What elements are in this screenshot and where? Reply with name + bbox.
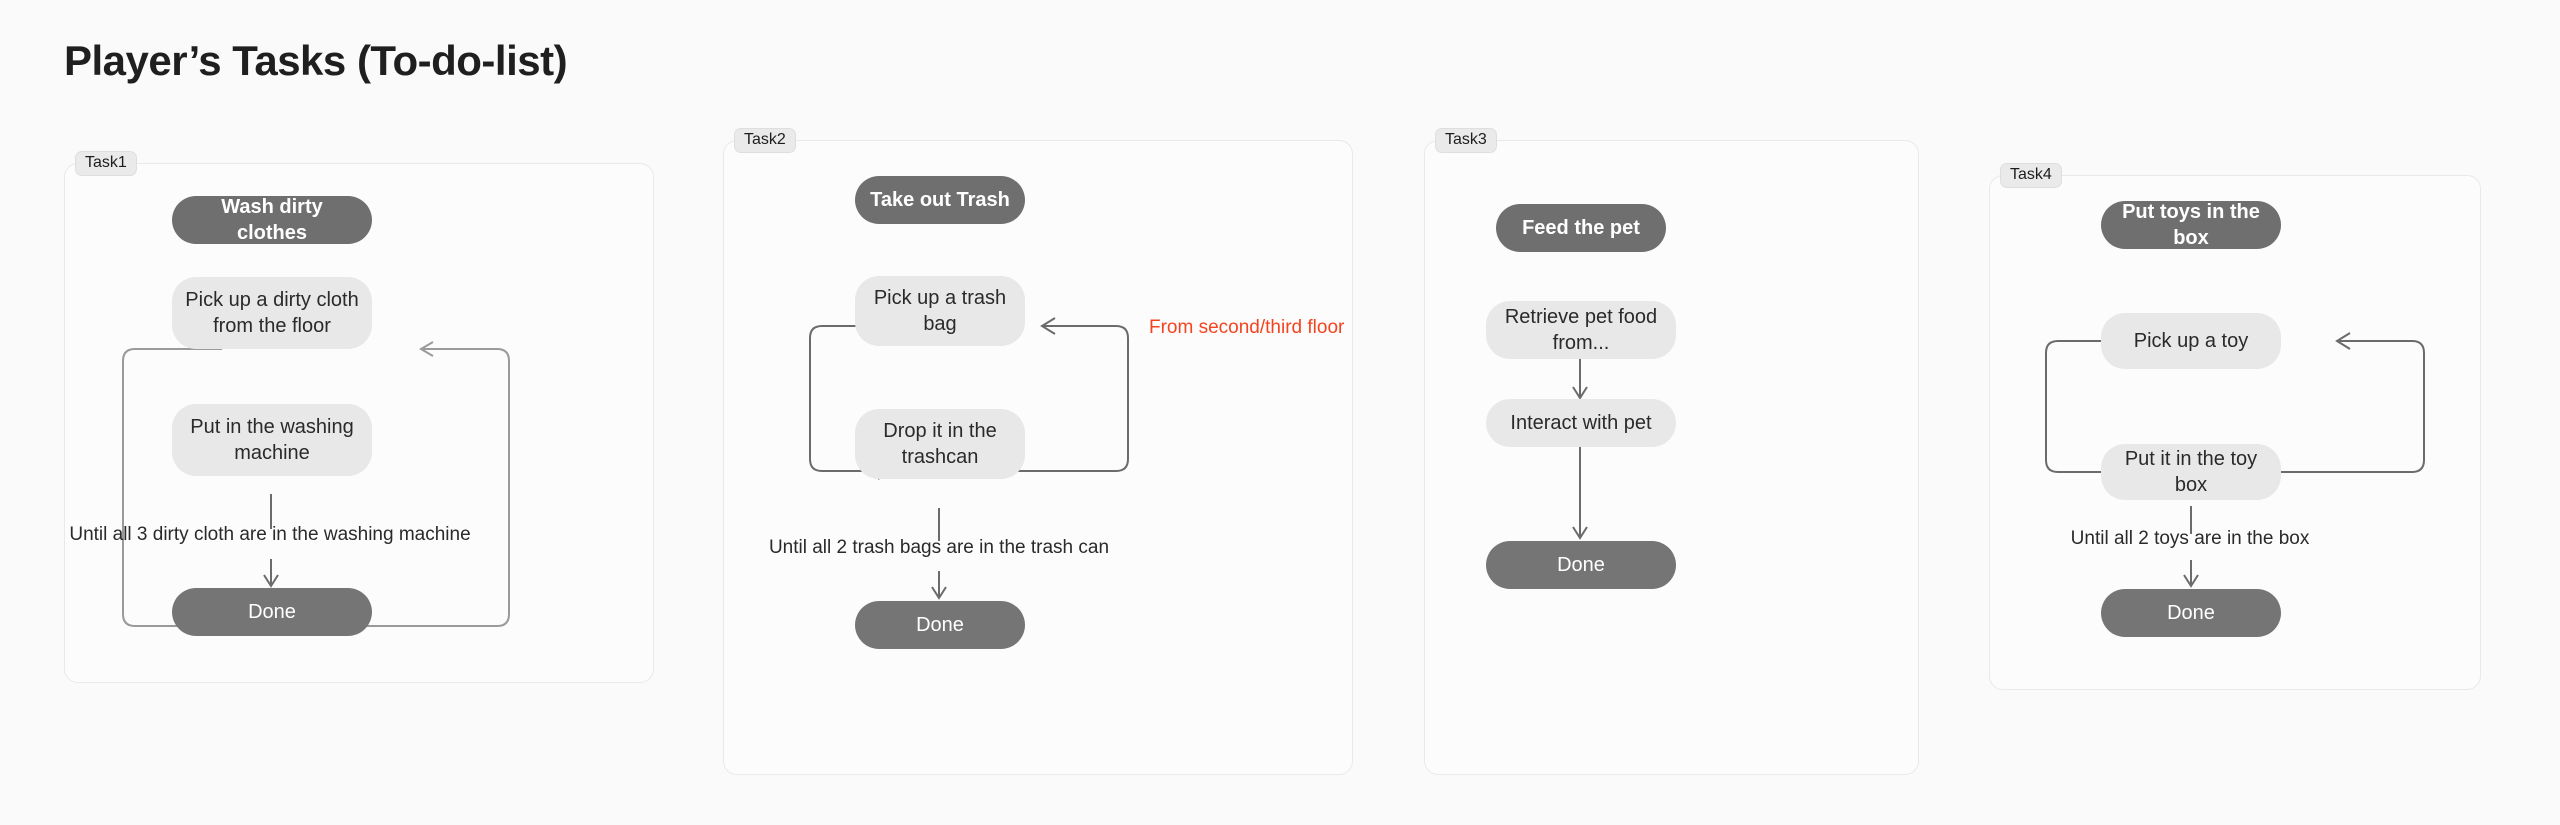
task1-step-node-1[interactable]: Pick up a dirty cloth from the floor <box>172 277 372 349</box>
task4-until-label: Until all 2 toys are in the box <box>2070 528 2310 549</box>
task3-header-node[interactable]: Feed the pet <box>1496 204 1666 252</box>
task-badge-3: Task3 <box>1435 128 1497 153</box>
task3-done-node[interactable]: Done <box>1486 541 1676 589</box>
task1-header-node[interactable]: Wash dirty clothes <box>172 196 372 244</box>
task2-step-node-1[interactable]: Pick up a trash bag <box>855 276 1025 346</box>
task-card-4: Task4 Put toys in the box Pick up a toy … <box>1989 163 2481 690</box>
task2-step-node-2[interactable]: Drop it in the trashcan <box>855 409 1025 479</box>
task4-header-node[interactable]: Put toys in the box <box>2101 201 2281 249</box>
task2-until-label: Until all 2 trash bags are in the trash … <box>768 537 1110 558</box>
task-card-1: Task1 Wash dirty clothes Pick up a dirty… <box>64 151 654 683</box>
task4-step-node-1[interactable]: Pick up a toy <box>2101 313 2281 369</box>
task-card-2: Task2 Take out Trash Pick up a trash bag… <box>723 128 1353 775</box>
page-title: Player’s Tasks (To-do-list) <box>64 37 568 84</box>
task-card-3: Task3 Feed the pet Retrieve pet food fro… <box>1424 128 1919 775</box>
task1-done-node[interactable]: Done <box>172 588 372 636</box>
task2-header-node[interactable]: Take out Trash <box>855 176 1025 224</box>
task2-edges <box>809 317 1129 600</box>
task4-step-node-2[interactable]: Put it in the toy box <box>2101 444 2281 500</box>
task4-done-node[interactable]: Done <box>2101 589 2281 637</box>
task-badge-2: Task2 <box>734 128 796 153</box>
task2-note-label: From second/third floor <box>1149 317 1345 338</box>
task-badge-4: Task4 <box>2000 163 2062 188</box>
task2-done-node[interactable]: Done <box>855 601 1025 649</box>
task1-step-node-2[interactable]: Put in the washing machine <box>172 404 372 476</box>
task-badge-1: Task1 <box>75 151 137 176</box>
task3-step-node-1[interactable]: Retrieve pet food from... <box>1486 301 1676 359</box>
task3-step-node-2[interactable]: Interact with pet <box>1486 399 1676 447</box>
task1-until-label: Until all 3 dirty cloth are in the washi… <box>69 524 471 545</box>
